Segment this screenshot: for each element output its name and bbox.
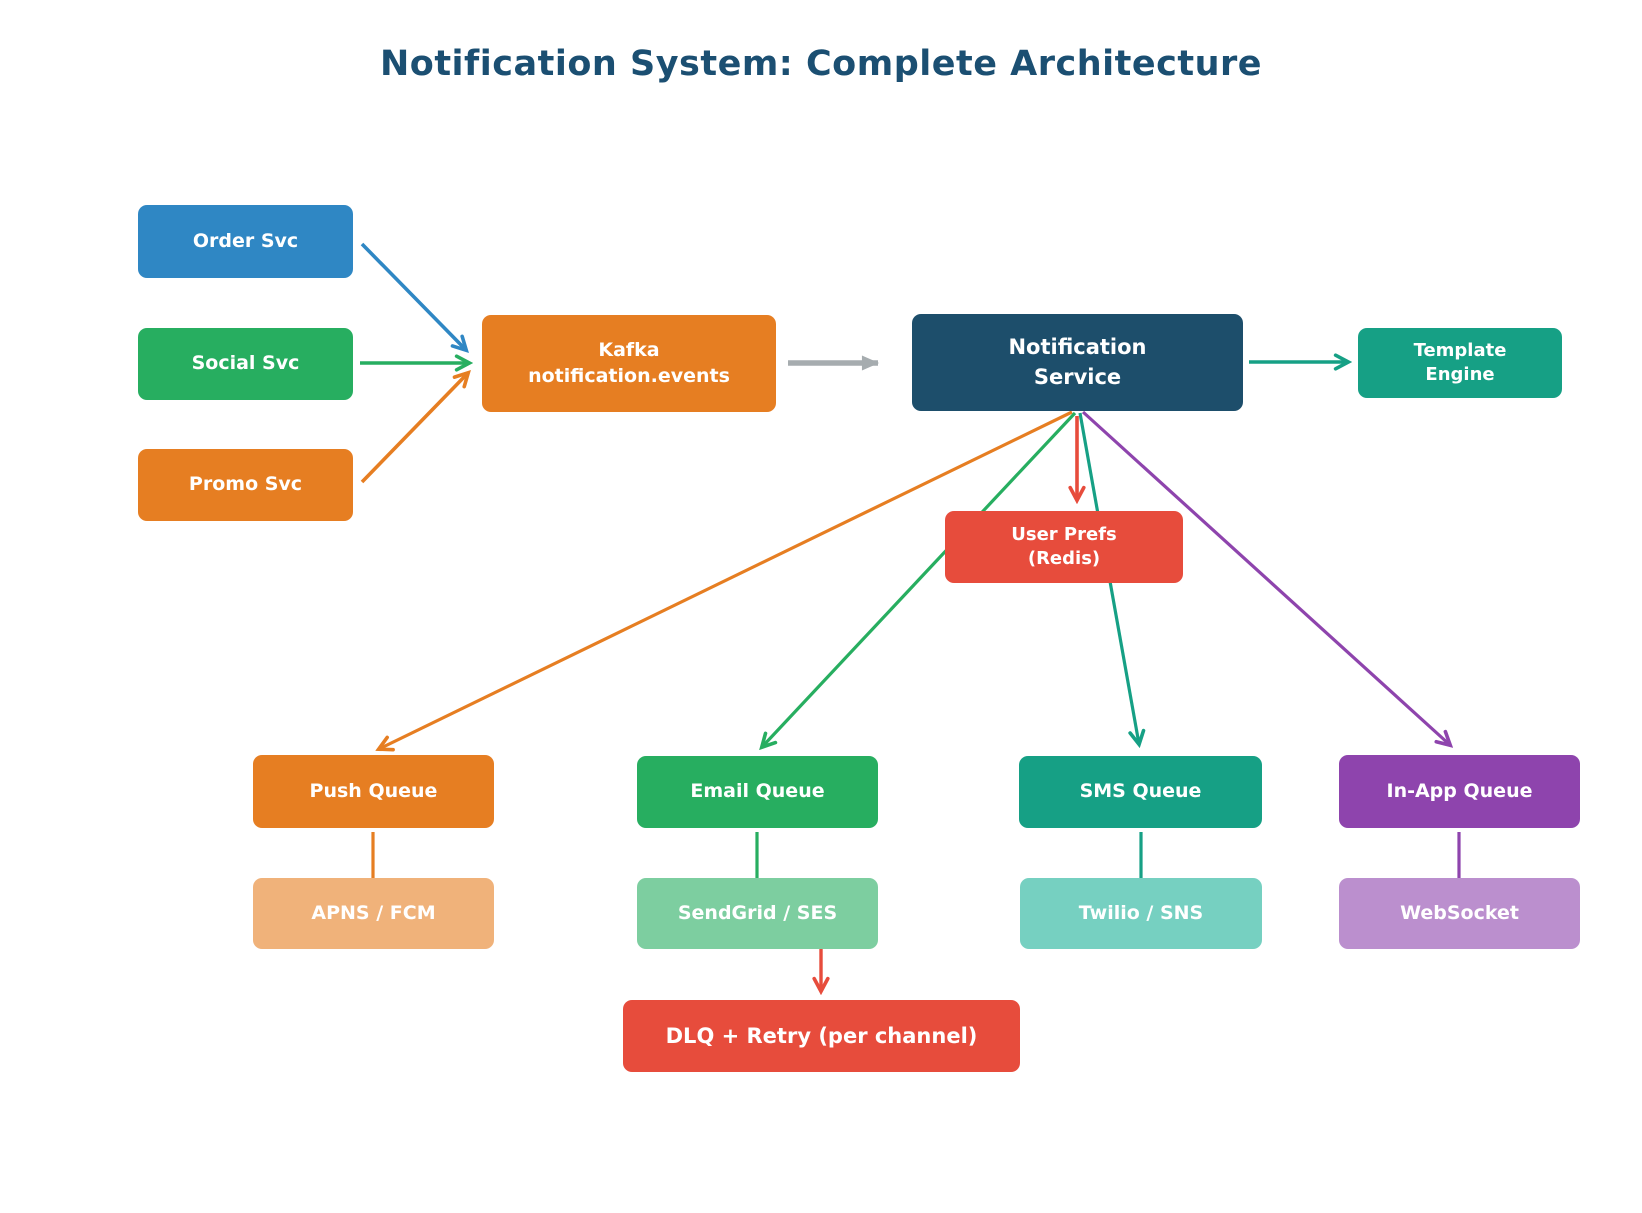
node-label-line1: Notification [1008,335,1147,360]
node-label: Order Svc [192,229,299,252]
node-label: Social Svc [191,352,300,375]
node-label: Twilio / SNS [1078,901,1204,924]
node-label: APNS / FCM [311,901,436,924]
node-dlq-retry: DLQ + Retry (per channel) [623,1000,1020,1072]
node-template-engine: Template Engine [1358,328,1562,398]
edge-promo-to-kafka [360,373,468,484]
node-label-line2: Service [1033,364,1122,389]
node-notification-service: Notification Service [912,314,1243,411]
node-label-line1: Template [1413,339,1507,361]
node-twilio-sns: Twilio / SNS [1020,878,1262,949]
node-label: WebSocket [1400,901,1519,924]
node-push-queue: Push Queue [253,755,494,828]
node-label-line2: Engine [1425,364,1495,385]
node-sendgrid-ses: SendGrid / SES [637,878,878,949]
diagram-title: Notification System: Complete Architectu… [379,44,1263,84]
node-email-queue: Email Queue [637,756,878,828]
node-label: SendGrid / SES [677,901,838,924]
node-promo-svc: Promo Svc [138,449,353,521]
node-social-svc: Social Svc [138,328,353,400]
node-label: Email Queue [690,780,825,803]
edge-order-to-kafka [360,242,466,350]
node-label: Promo Svc [188,473,303,496]
node-in-app-queue: In-App Queue [1339,755,1580,828]
node-label-line2: notification.events [528,364,730,387]
node-apns-fcm: APNS / FCM [253,878,494,949]
node-label: In-App Queue [1386,779,1533,802]
node-sms-queue: SMS Queue [1019,756,1262,828]
node-label: SMS Queue [1079,780,1202,803]
node-label: Push Queue [309,779,438,802]
node-user-prefs-redis: User Prefs (Redis) [945,511,1183,583]
node-websocket: WebSocket [1339,878,1580,949]
node-label-line1: Kafka [598,338,660,361]
node-kafka-topic: Kafka notification.events [482,315,776,412]
node-label: DLQ + Retry (per channel) [665,1023,978,1048]
node-label-line2: (Redis) [1027,548,1101,569]
node-order-svc: Order Svc [138,205,353,278]
node-label-line1: User Prefs [1011,523,1117,545]
